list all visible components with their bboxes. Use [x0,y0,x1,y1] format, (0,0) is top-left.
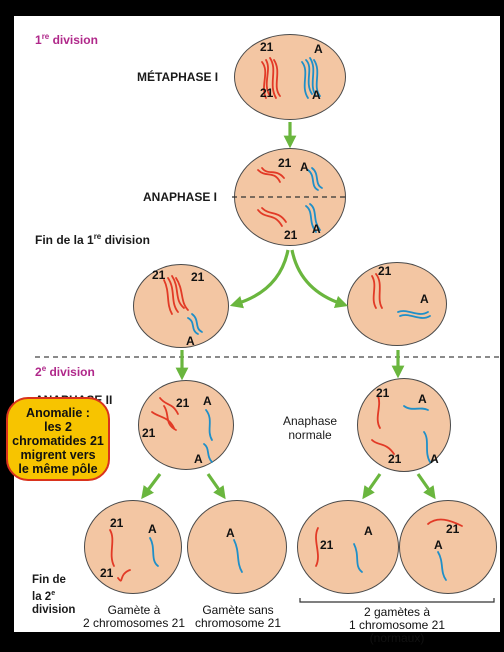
label-21: 21 [388,452,401,466]
chromosome-21 [378,396,380,428]
arrow-normal-to-left [366,474,380,494]
label-a: A [203,394,212,408]
chromosome-21 [372,276,376,308]
arrow-anaphase-to-right [292,250,342,304]
label-a: A [434,538,443,552]
label-21: 21 [378,264,391,278]
label-a: A [300,160,309,174]
label-21: 21 [284,228,297,242]
chromosome-21 [110,530,114,566]
label-21: 21 [320,538,333,552]
label-a: A [148,522,157,536]
label-a: A [420,292,429,306]
label-a: A [226,526,235,540]
caption-gamete-two-21: Gamète à 2 chromosomes 21 [82,604,186,630]
chromosome-a [206,410,212,440]
chromosome-a [150,538,158,566]
label-21: 21 [260,40,273,54]
label-21: 21 [100,566,113,580]
caption-gamete-normal: 2 gamètes à 1 chromosome 21 (normaux) [332,606,462,645]
label-a: A [186,334,195,348]
label-21: 21 [278,156,291,170]
label-21: 21 [376,386,389,400]
label-a: A [364,524,373,538]
label-a: A [418,392,427,406]
label-a: A [314,42,323,56]
arrow-abnormal-to-two [145,474,160,494]
label-21: 21 [191,270,204,284]
label-21: 21 [152,268,165,282]
arrow-normal-to-right [418,474,432,494]
label-21: 21 [176,396,189,410]
normal-gametes-bracket [300,598,494,602]
chromosome-a [354,544,362,572]
caption-gamete-none: Gamète sans chromosome 21 [184,604,292,630]
label-21: 21 [110,516,123,530]
chromosome-a [404,406,428,410]
label-a: A [312,222,321,236]
chromosome-a [438,552,446,580]
arrow-anaphase-to-left [236,250,288,304]
arrow-abnormal-to-none [208,474,222,494]
label-21: 21 [260,86,273,100]
label-a: A [194,452,203,466]
chromosome-21 [316,528,318,566]
chromosome-a [234,540,242,572]
label-a: A [430,452,439,466]
label-21: 21 [446,522,459,536]
chromosome-a [398,311,428,314]
label-a: A [312,88,321,102]
label-21: 21 [142,426,155,440]
